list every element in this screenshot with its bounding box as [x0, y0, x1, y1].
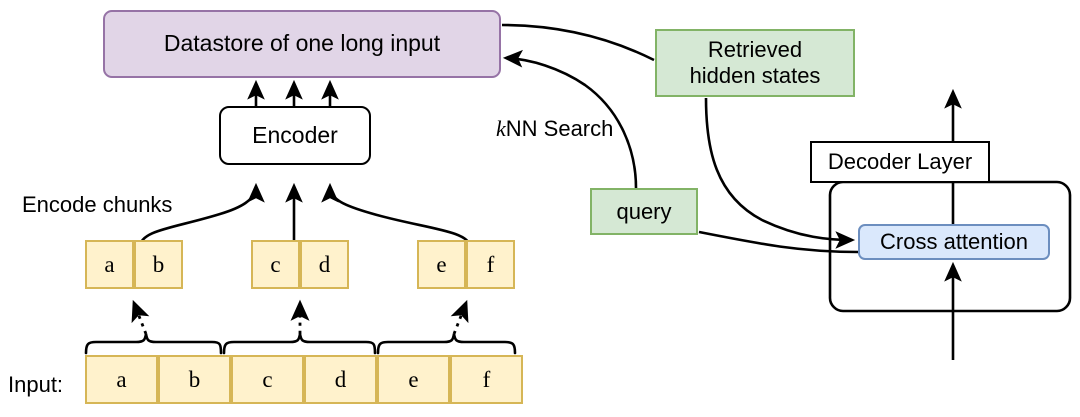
input-cell-a[interactable]: a [85, 355, 158, 404]
input-prefix-label: Input: [8, 372, 64, 397]
retrieved-hidden-states-box[interactable]: Retrieved hidden states [655, 29, 855, 97]
chunk-cell-a[interactable]: a [85, 240, 134, 289]
input-cell-c[interactable]: c [231, 355, 304, 404]
decoder-container-frame [828, 180, 1072, 313]
chunk-cell-d[interactable]: d [300, 240, 349, 289]
input-cell-d[interactable]: d [304, 355, 377, 404]
retrieved-to-cross-attention-edge [704, 97, 856, 249]
encoder-to-datastore-arrows [247, 79, 339, 106]
retrieved-hidden-states-line1: Retrieved [707, 37, 803, 63]
knn-k-italic: k [496, 116, 506, 141]
retrieved-hidden-states-line2: hidden states [689, 63, 821, 88]
knn-search-label: kNN Search [496, 116, 613, 142]
input-cell-f[interactable]: f [450, 355, 523, 404]
input-cell-e[interactable]: e [377, 355, 450, 404]
chunk-cell-b[interactable]: b [134, 240, 183, 289]
knn-search-rest: NN Search [505, 116, 614, 141]
query-to-cross-attention-edge [698, 230, 859, 254]
datastore-box[interactable]: Datastore of one long input [103, 10, 501, 78]
input-group-braces [84, 333, 517, 355]
input-cell-b[interactable]: b [158, 355, 231, 404]
chunk-cell-c[interactable]: c [251, 240, 300, 289]
chunks-to-encoder-arrows [138, 182, 472, 248]
encoder-box[interactable]: Encoder [219, 106, 371, 165]
encode-chunks-label: Encode chunks [22, 192, 173, 217]
decoder-layer-box[interactable]: Decoder Layer [810, 141, 990, 183]
chunk-cell-f[interactable]: f [466, 240, 515, 289]
cross-attention-box[interactable]: Cross attention [858, 224, 1050, 260]
query-to-datastore-edge [502, 49, 638, 189]
datastore-to-retrieved-edge [501, 23, 655, 62]
input-to-chunks-dotted-arrows [131, 299, 469, 335]
chunk-cell-e[interactable]: e [417, 240, 466, 289]
query-box[interactable]: query [590, 188, 698, 235]
